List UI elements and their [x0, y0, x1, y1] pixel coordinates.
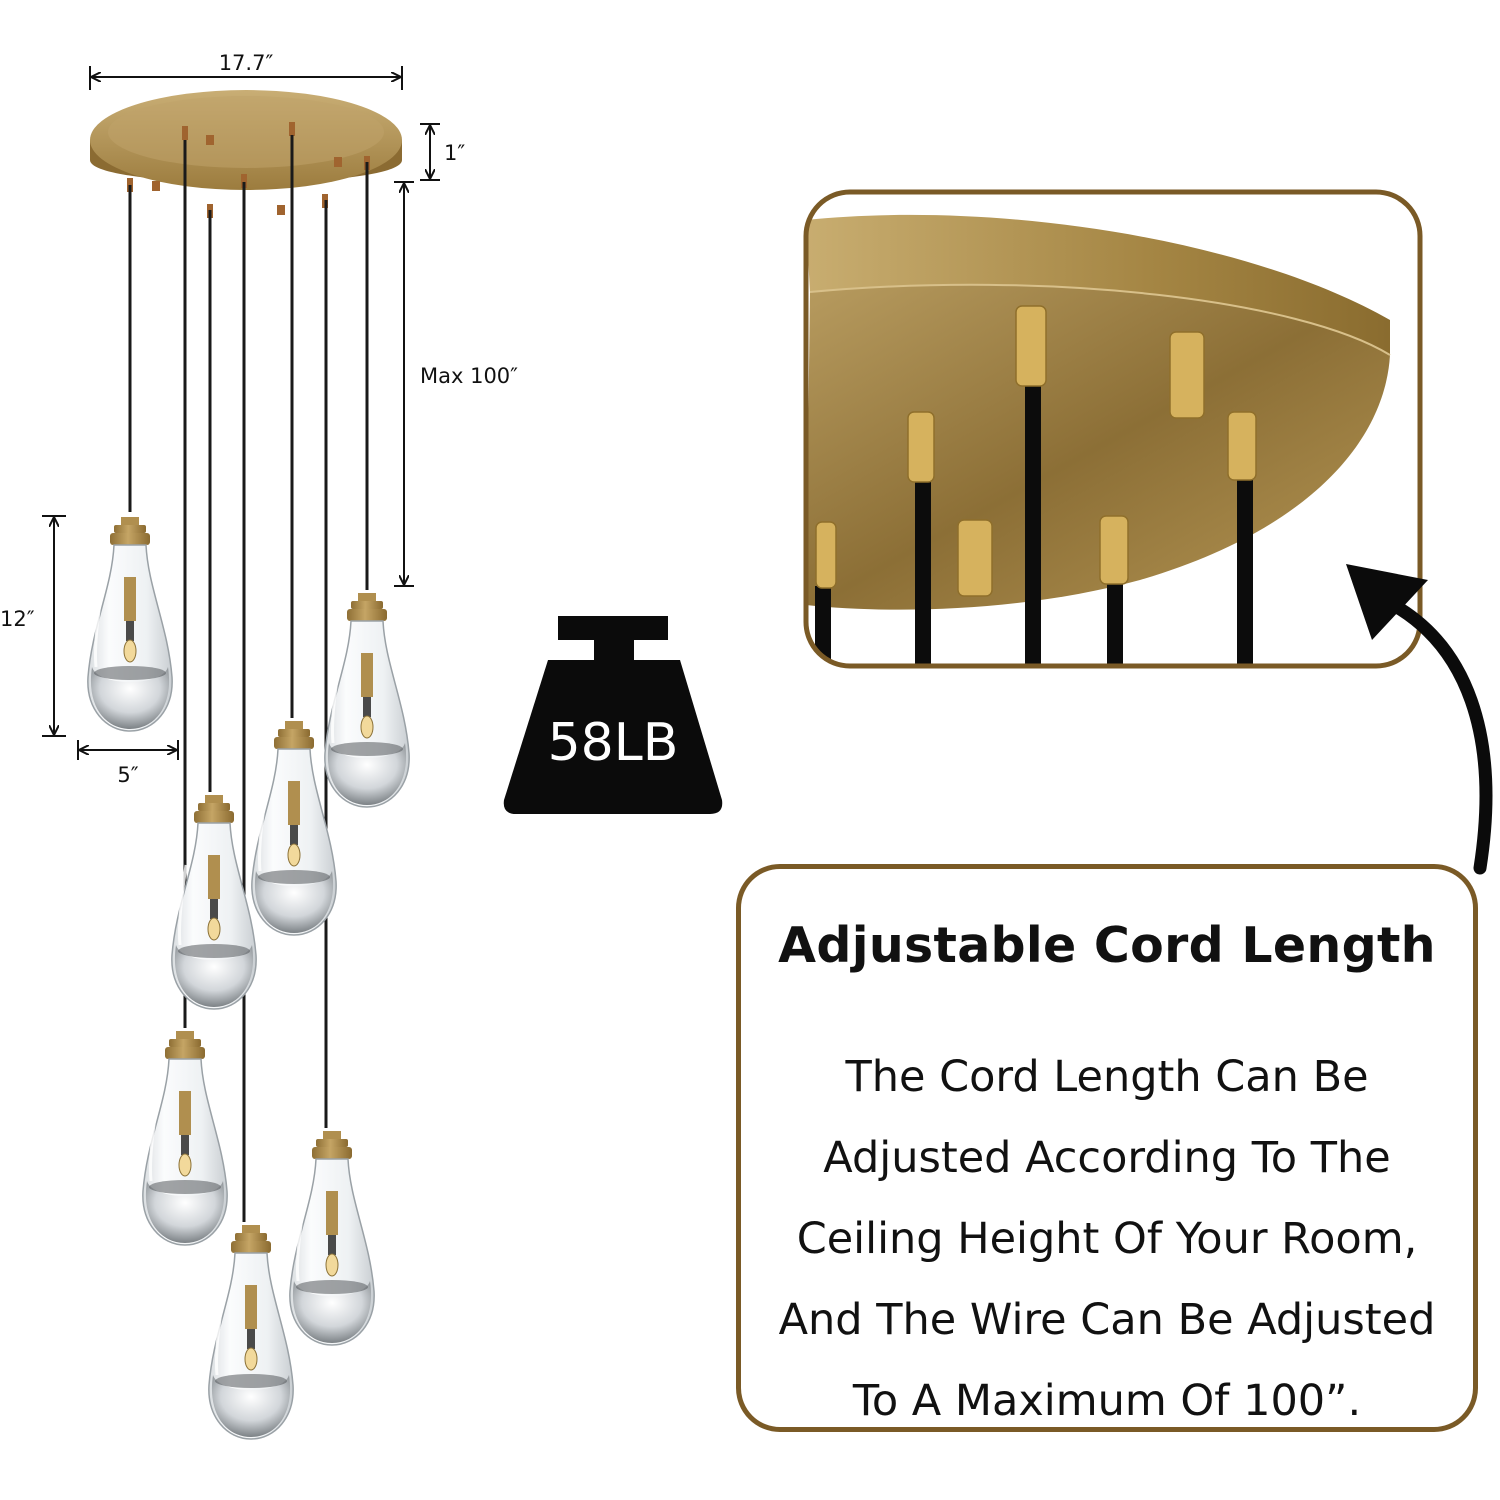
weight-label: 58LB	[548, 713, 679, 773]
callout-description: The Cord Length Can Be Adjusted Accordin…	[741, 1037, 1473, 1442]
canopy-height-dimension: 1″	[420, 123, 465, 181]
canopy-height-label: 1″	[444, 141, 465, 165]
shade-width-label: 5″	[117, 763, 138, 787]
callout-line: And The Wire Can Be Adjusted	[778, 1295, 1436, 1345]
callout-line: To A Maximum Of 100”.	[852, 1376, 1362, 1426]
closeup-connectors	[815, 305, 1257, 597]
curved-arrow-icon	[1346, 564, 1493, 875]
canopy-width-label: 17.7″	[219, 51, 274, 75]
shade-height-label: 12″	[0, 607, 35, 631]
pendant-lights	[86, 515, 411, 1441]
canopy	[90, 90, 402, 218]
callout-line: The Cord Length Can Be	[845, 1052, 1369, 1102]
canopy-width-dimension: 17.7″	[89, 51, 403, 90]
cord-length-dimension: Max 100″	[394, 181, 518, 587]
cord-max-label: Max 100″	[420, 364, 518, 388]
callout-line: Adjusted According To The	[823, 1133, 1391, 1183]
weight-icon: 58LB	[503, 616, 723, 814]
adjustable-cord-callout: Adjustable Cord Length The Cord Length C…	[736, 864, 1478, 1432]
shade-height-dimension: 12″	[0, 515, 66, 737]
canopy-closeup-photo	[803, 189, 1423, 669]
callout-line: Ceiling Height Of Your Room,	[796, 1214, 1418, 1264]
shade-width-dimension: 5″	[77, 740, 179, 787]
closeup-cords	[815, 382, 1253, 666]
callout-title: Adjustable Cord Length	[778, 917, 1436, 974]
